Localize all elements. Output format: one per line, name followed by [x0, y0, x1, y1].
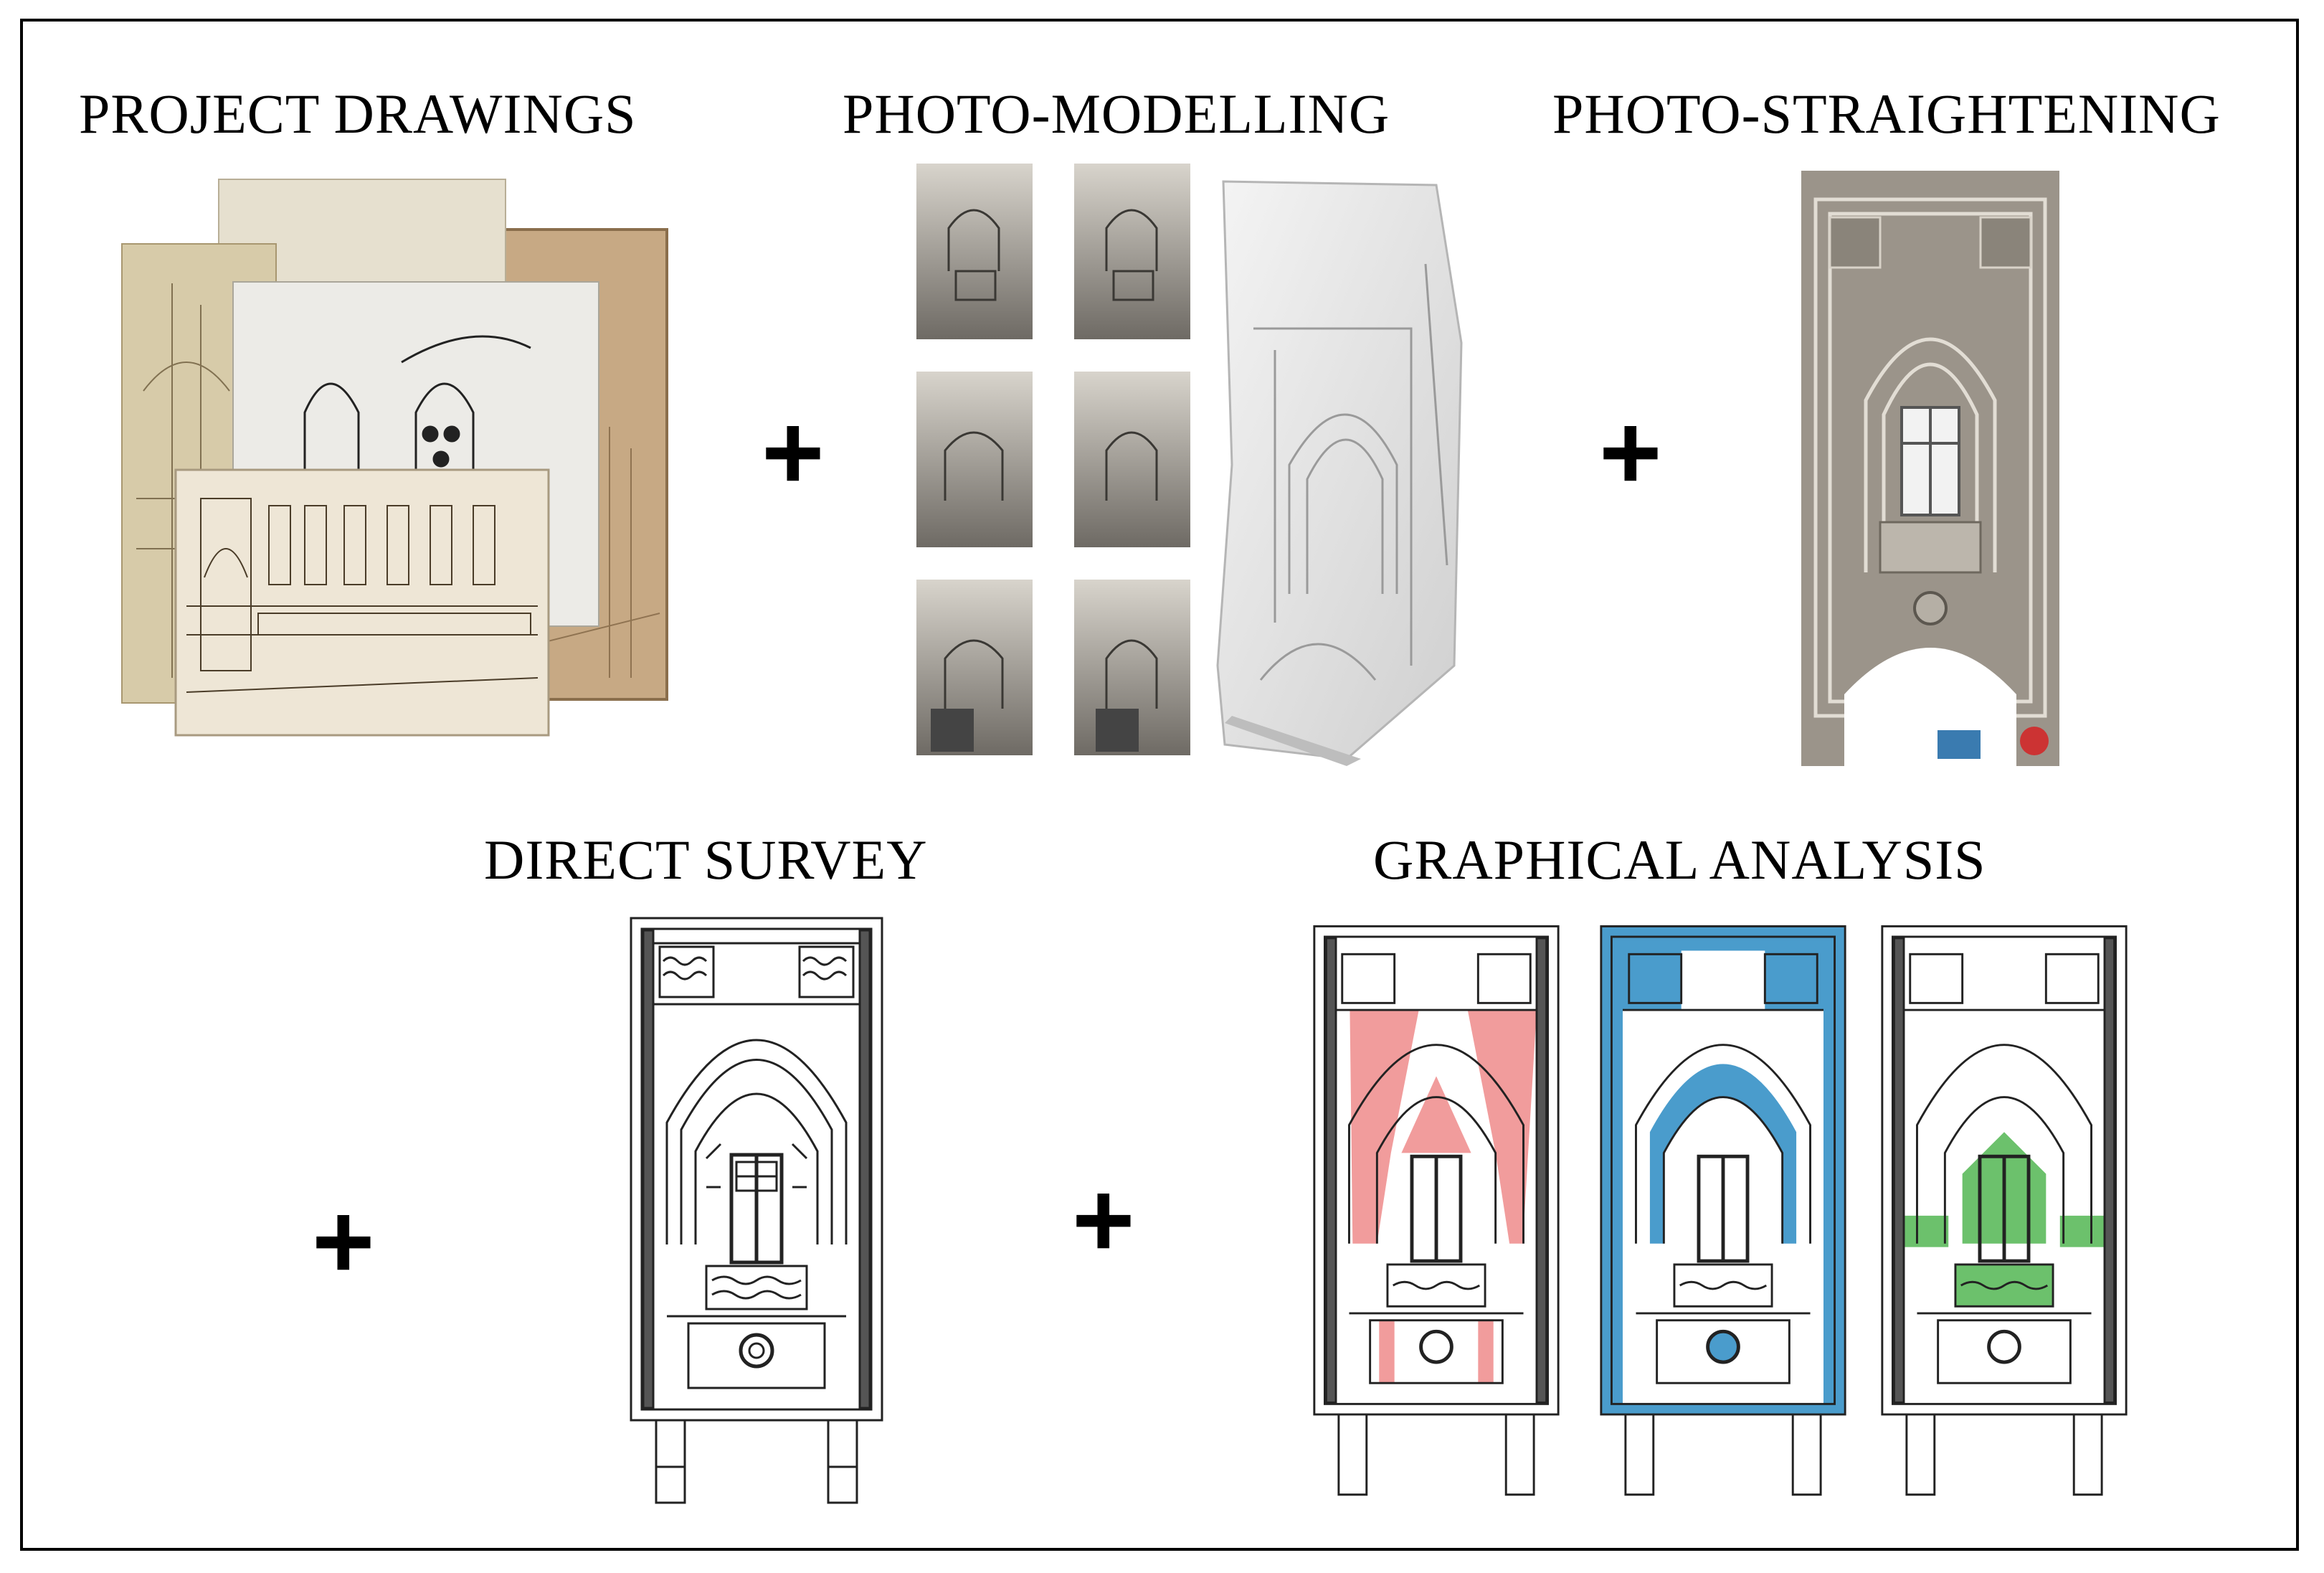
title-photo-modelling: PHOTO-MODELLING	[843, 82, 1390, 145]
title-graphical-analysis: GRAPHICAL ANALYSIS	[1373, 828, 1986, 891]
photo-modelling-panel	[916, 164, 1504, 766]
analysis-green	[1879, 915, 2130, 1510]
direct-survey-drawing	[627, 915, 886, 1510]
project-drawings-collage	[115, 176, 703, 750]
plus-operator-4: +	[1072, 1159, 1135, 1280]
plus-operator-3: +	[312, 1181, 375, 1301]
analysis-red	[1311, 915, 1562, 1510]
plus-operator-2: +	[1599, 392, 1662, 512]
title-project-drawings: PROJECT DRAWINGS	[79, 82, 637, 145]
analysis-blue	[1598, 915, 1849, 1510]
title-photo-straightening: PHOTO-STRAIGHTENING	[1552, 82, 2221, 145]
photo-thumbnails	[916, 164, 1190, 755]
mesh-model	[1216, 180, 1463, 766]
title-direct-survey: DIRECT SURVEY	[484, 828, 928, 891]
rectified-facade-photo	[1801, 171, 2059, 766]
plus-operator-1: +	[762, 392, 825, 512]
